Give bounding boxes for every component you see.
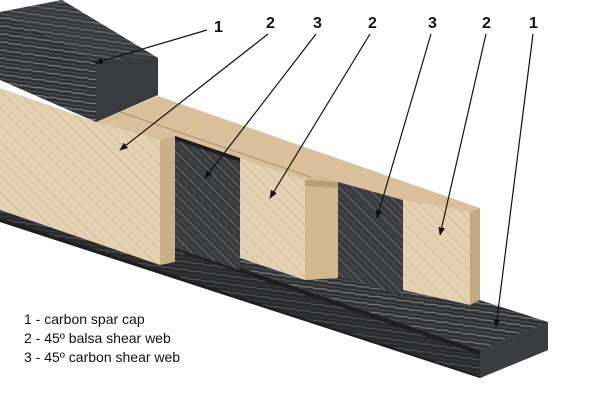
callout-label-2-right: 2 (482, 15, 491, 32)
legend-item-carbon-spar-cap: 1 - carbon spar cap (24, 311, 145, 327)
legend-item-balsa-shear-web: 2 - 45º balsa shear web (24, 330, 171, 346)
legend-item-carbon-shear-web: 3 - 45º carbon shear web (24, 349, 181, 365)
carbon-web-2 (338, 182, 403, 296)
callout-labels: 1 2 3 2 3 2 1 (214, 15, 538, 36)
callout-label-1-left: 1 (214, 19, 223, 36)
balsa-web-middle (240, 158, 338, 280)
callout-label-3-right: 3 (428, 15, 437, 32)
top-spar-cap (0, 0, 158, 122)
callout-arrows (94, 29, 534, 328)
arrow-1-left (94, 29, 208, 65)
balsa-web-left (0, 88, 175, 265)
callout-label-3-left: 3 (313, 15, 322, 32)
callout-label-1-right: 1 (529, 15, 538, 32)
arrow-2-right (438, 33, 487, 236)
callout-label-2-middle: 2 (368, 15, 377, 32)
arrow-2-middle (269, 33, 371, 199)
callout-label-2-left: 2 (266, 15, 275, 32)
arrow-3-right (375, 33, 432, 219)
legend: 1 - carbon spar cap 2 - 45º balsa shear … (24, 310, 180, 367)
arrow-2-left (119, 33, 269, 151)
carbon-web-1 (175, 136, 240, 270)
balsa-web-right (403, 200, 480, 305)
arrow-1-right (493, 33, 534, 328)
arrow-3-left (204, 33, 317, 179)
